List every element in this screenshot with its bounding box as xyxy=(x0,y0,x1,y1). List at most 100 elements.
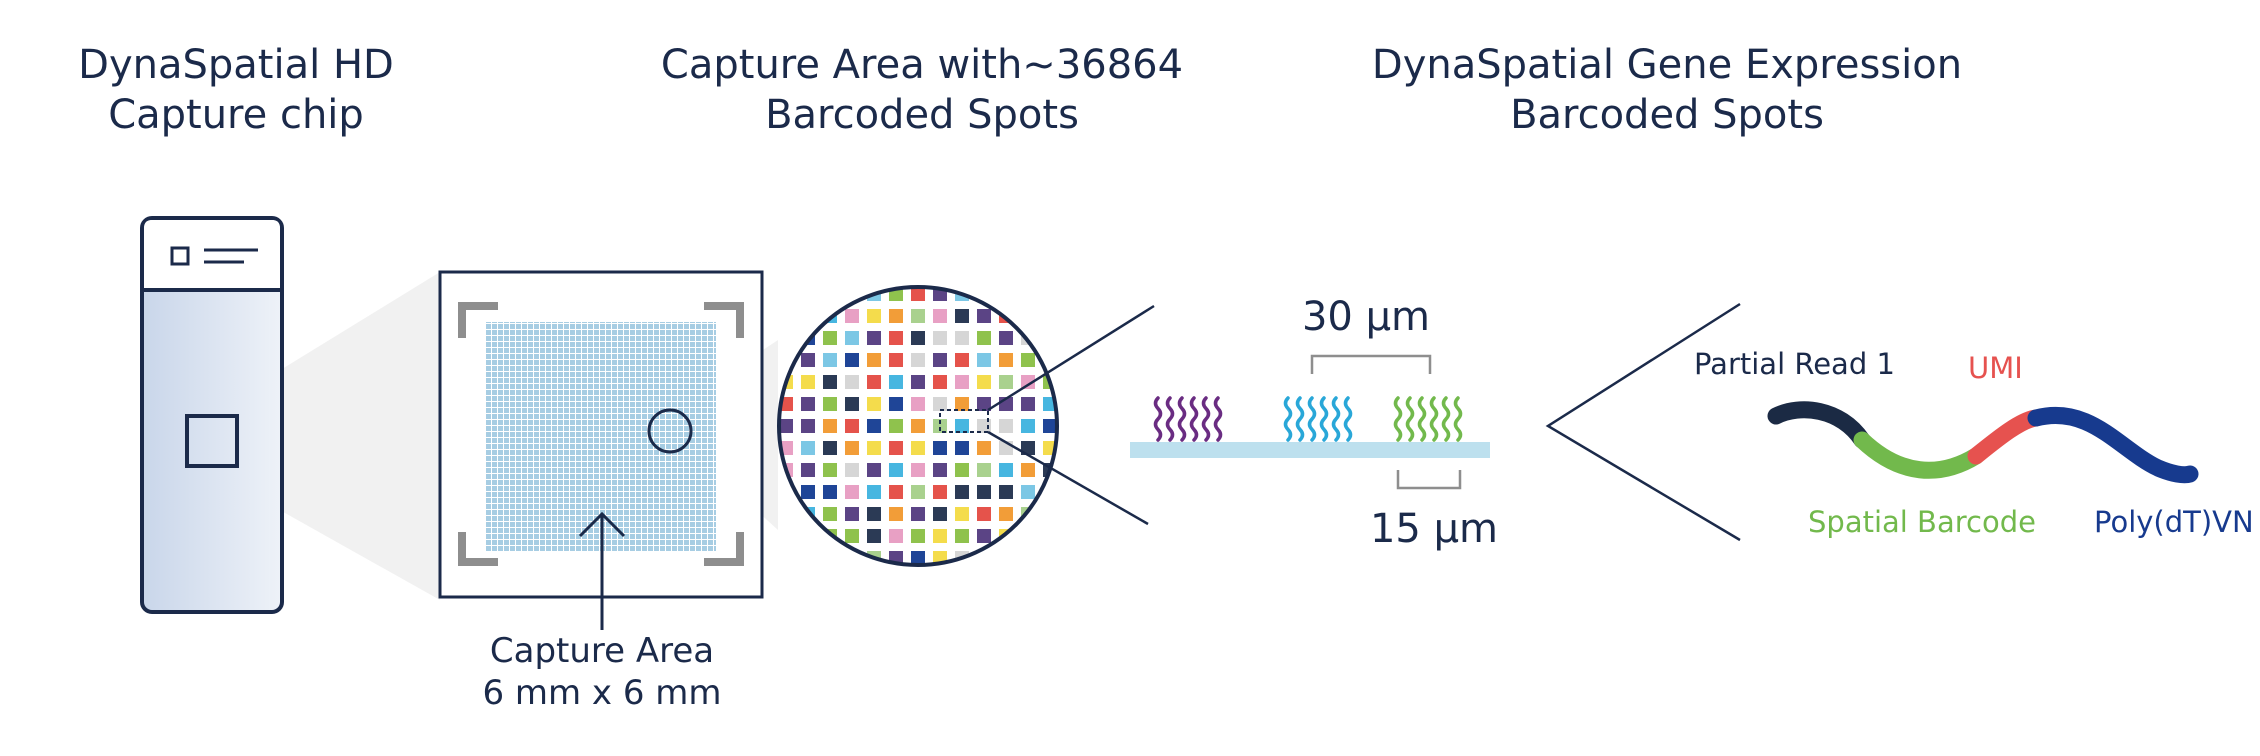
barcoded-spot xyxy=(933,507,947,521)
barcoded-spot xyxy=(1043,353,1057,367)
capture-area-label-line1: Capture Area xyxy=(490,631,714,671)
barcoded-spot xyxy=(867,397,881,411)
barcoded-spot xyxy=(933,485,947,499)
barcoded-spot xyxy=(955,419,969,433)
frame-corner-brackets xyxy=(458,302,744,566)
barcoded-spot xyxy=(999,485,1013,499)
barcoded-spot xyxy=(1021,397,1035,411)
spacing-label-15um: 15 µm xyxy=(1370,506,1498,552)
barcoded-spot xyxy=(823,353,837,367)
oligo-strand xyxy=(1283,396,1293,442)
title-chip: DynaSpatial HD Capture chip xyxy=(78,42,394,138)
barcoded-spot xyxy=(911,331,925,345)
barcoded-spot xyxy=(955,331,969,345)
barcoded-spot xyxy=(1021,353,1035,367)
barcoded-spot xyxy=(867,463,881,477)
title-capture-area: Capture Area with~36864 Barcoded Spots xyxy=(661,42,1183,138)
barcoded-spot xyxy=(955,529,969,543)
oligo-strand xyxy=(1213,396,1223,442)
barcoded-spot xyxy=(845,551,859,565)
barcoded-spot xyxy=(911,397,925,411)
oligo-strand xyxy=(1393,396,1403,442)
barcoded-spot xyxy=(977,529,991,543)
oligo-segment-partial-read-1 xyxy=(1767,401,1871,449)
barcoded-spot xyxy=(823,507,837,521)
barcoded-spot xyxy=(845,397,859,411)
barcoded-spot xyxy=(933,375,947,389)
spacing-label-30um: 30 µm xyxy=(1302,294,1430,340)
barcoded-spot xyxy=(933,463,947,477)
barcoded-spot xyxy=(977,287,991,301)
oligo-strands-green xyxy=(1393,396,1463,442)
spots-magnifier xyxy=(777,285,1059,567)
barcoded-spot xyxy=(999,331,1013,345)
oligo-strands-cyan xyxy=(1283,396,1353,442)
oligo-strand xyxy=(1417,396,1427,442)
barcoded-spot xyxy=(867,309,881,323)
barcoded-spot xyxy=(867,331,881,345)
barcoded-spot xyxy=(955,507,969,521)
title-gene-expression-line1: DynaSpatial Gene Expression xyxy=(1372,42,1962,88)
barcoded-spot xyxy=(911,419,925,433)
barcoded-spot xyxy=(1043,485,1057,499)
barcoded-spot xyxy=(889,331,903,345)
barcoded-spot xyxy=(977,551,991,565)
barcoded-spot xyxy=(823,331,837,345)
barcoded-spot xyxy=(801,353,815,367)
barcoded-spot xyxy=(955,441,969,455)
label-partial-read-1: Partial Read 1 xyxy=(1694,347,1895,381)
barcoded-spot xyxy=(1021,485,1035,499)
barcoded-spot xyxy=(779,353,793,367)
barcoded-spot xyxy=(801,441,815,455)
barcoded-spot xyxy=(999,507,1013,521)
barcoded-spot xyxy=(779,419,793,433)
barcoded-spot xyxy=(801,463,815,477)
barcoded-spot xyxy=(845,485,859,499)
capture-surface-bar xyxy=(1130,442,1490,458)
barcoded-spot xyxy=(845,441,859,455)
title-capture-area-line2: Barcoded Spots xyxy=(765,92,1079,138)
barcoded-spot xyxy=(867,529,881,543)
barcoded-spot xyxy=(955,309,969,323)
oligo-strand xyxy=(1429,396,1439,442)
oligo-strand xyxy=(1331,396,1341,442)
barcoded-spot xyxy=(911,463,925,477)
title-chip-line2: Capture chip xyxy=(108,92,364,138)
barcoded-spot xyxy=(955,353,969,367)
barcoded-spot xyxy=(977,485,991,499)
barcoded-spot xyxy=(1021,463,1035,477)
oligo-strand xyxy=(1319,396,1329,442)
barcoded-spot xyxy=(867,507,881,521)
barcoded-spot xyxy=(867,353,881,367)
barcoded-spot xyxy=(955,485,969,499)
barcoded-spot xyxy=(977,353,991,367)
barcoded-spot xyxy=(1021,375,1035,389)
oligo-segment-polydt xyxy=(2027,406,2199,484)
barcoded-spot xyxy=(933,309,947,323)
oligo-strand xyxy=(1343,396,1353,442)
barcoded-spot xyxy=(933,353,947,367)
capture-area-label: Capture Area 6 mm x 6 mm xyxy=(482,631,721,713)
barcoded-spot xyxy=(977,397,991,411)
barcoded-spot xyxy=(845,331,859,345)
barcoded-spot xyxy=(977,441,991,455)
capture-chip xyxy=(140,216,284,614)
spacing-bracket-30um xyxy=(1310,354,1432,374)
barcoded-spot xyxy=(977,331,991,345)
capture-frame xyxy=(438,270,764,630)
barcoded-spot xyxy=(999,353,1013,367)
barcoded-spot xyxy=(977,463,991,477)
barcoded-spot xyxy=(823,485,837,499)
barcoded-spot xyxy=(911,353,925,367)
oligo-strand xyxy=(1201,396,1211,442)
barcoded-spot xyxy=(911,375,925,389)
oligo-segment-umi xyxy=(1967,409,2045,465)
zoom-chevron xyxy=(1545,302,1741,542)
chip-capture-window xyxy=(185,414,239,468)
barcoded-spot xyxy=(889,419,903,433)
barcoded-spot xyxy=(845,309,859,323)
barcoded-spot xyxy=(823,397,837,411)
barcoded-spot xyxy=(845,529,859,543)
oligo-strip: 30 µm 15 µm xyxy=(1130,294,1498,552)
